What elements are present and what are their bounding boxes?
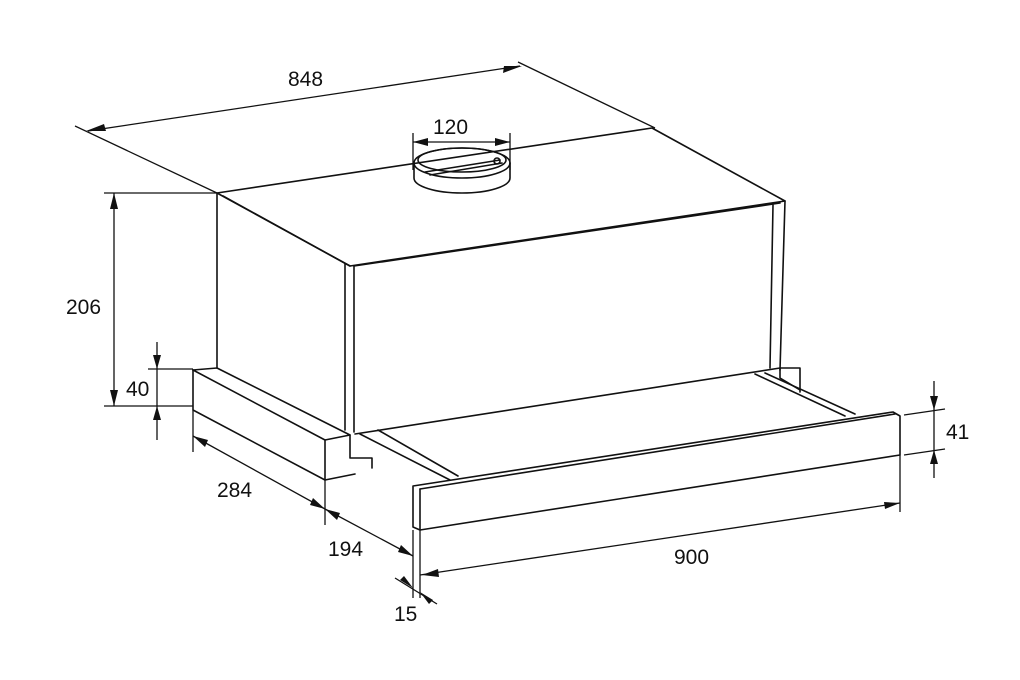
label-120: 120 [433, 116, 468, 139]
dim-284: 284 [192, 410, 326, 525]
label-40: 40 [126, 378, 149, 401]
dim-194: 194 [324, 508, 414, 598]
label-206: 206 [66, 296, 101, 319]
hood-body [216, 127, 786, 433]
label-848: 848 [288, 68, 323, 91]
duct-collar [413, 147, 511, 194]
dim-40: 40 [126, 342, 193, 440]
sliding-drawer [354, 367, 901, 531]
dim-15: 15 [394, 530, 438, 626]
dim-206: 206 [66, 192, 217, 407]
label-900: 900 [674, 546, 709, 569]
label-15: 15 [394, 603, 417, 626]
label-41: 41 [946, 421, 969, 444]
label-284: 284 [217, 479, 252, 502]
dim-900: 900 [419, 455, 901, 577]
label-194: 194 [328, 538, 363, 561]
dim-120: 120 [412, 116, 511, 170]
dim-848: 848 [74, 61, 656, 194]
dim-41: 41 [903, 381, 969, 478]
